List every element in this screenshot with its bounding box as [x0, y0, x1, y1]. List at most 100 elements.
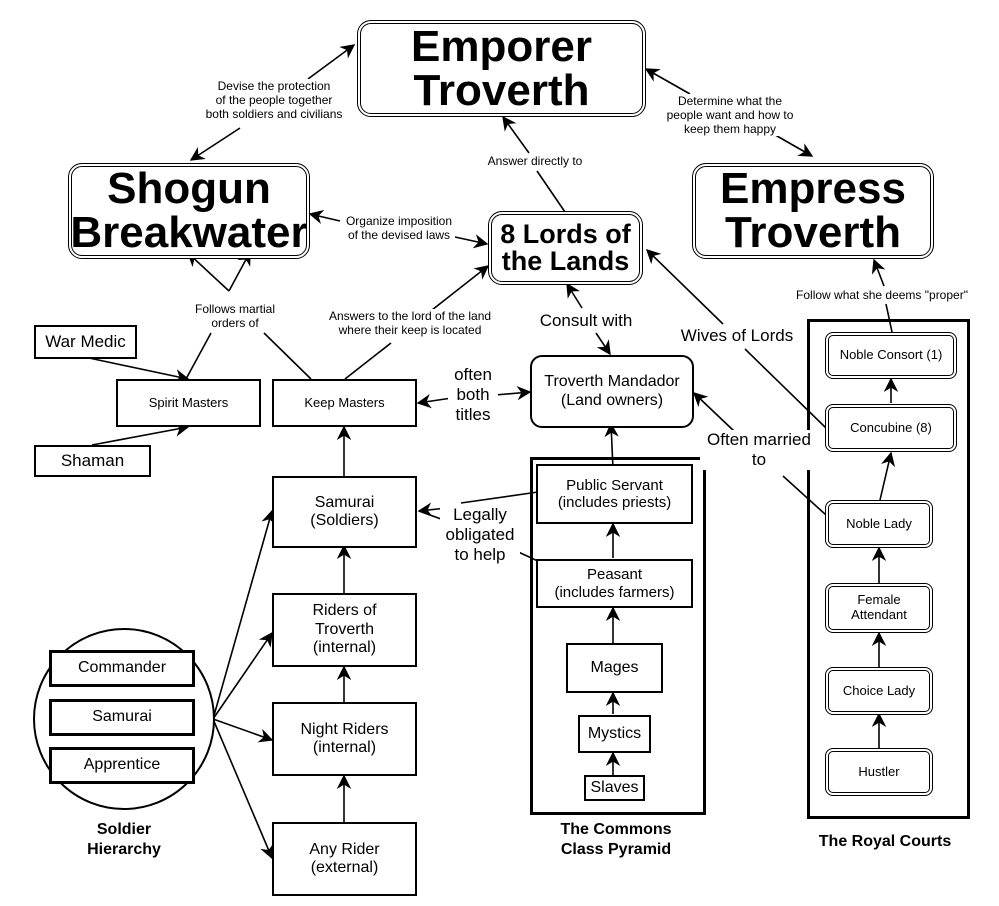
lords-label: 8 Lords of the Lands — [500, 219, 631, 276]
edge-proper-up — [871, 258, 886, 287]
mystics-label: Mystics — [587, 724, 642, 742]
shaman-node[interactable]: Shaman — [34, 445, 151, 477]
edge-medic-spirit — [88, 357, 190, 384]
war-medic-node[interactable]: War Medic — [34, 325, 137, 359]
label-follow-proper: Follow what she deems "proper" — [784, 288, 980, 303]
edge-determine-to-emperor — [644, 68, 691, 95]
keep-masters-label: Keep Masters — [304, 394, 385, 410]
rank-commander[interactable]: Commander — [49, 650, 195, 687]
edge-proper-down — [885, 303, 893, 333]
edge-married-up — [692, 392, 736, 433]
spirit-masters-node[interactable]: Spirit Masters — [116, 379, 261, 427]
label-follows-martial: Follows martial orders of — [180, 302, 290, 331]
edge-public-mandador — [604, 422, 619, 470]
lords-node[interactable]: 8 Lords of the Lands — [488, 211, 643, 285]
peasant-node[interactable]: Peasant (includes farmers) — [536, 559, 693, 608]
edge-sh-riders — [212, 631, 273, 720]
label-answers-lord: Answers to the lord of the land where th… — [315, 309, 505, 338]
edge-consult-up — [566, 282, 583, 309]
rank-apprentice-label: Apprentice — [83, 756, 161, 774]
label-answer-directly: Answer directly to — [470, 154, 600, 169]
edge-answers-lord-up — [431, 265, 490, 311]
noble-lady-node[interactable]: Noble Lady — [825, 500, 933, 548]
edge-answer-down — [536, 170, 566, 213]
edge-wives-up — [645, 248, 724, 325]
edge-legal-arrow-2 — [418, 510, 442, 520]
rank-apprentice[interactable]: Apprentice — [49, 747, 195, 784]
female-attendant-label: Female Attendant — [851, 592, 907, 622]
public-servant-node[interactable]: Public Servant (includes priests) — [536, 464, 693, 524]
edge-keep-to-follows — [263, 332, 312, 380]
edge-consult-down — [595, 332, 611, 356]
concubine-node[interactable]: Concubine (8) — [825, 404, 957, 452]
label-consult-with: Consult with — [530, 311, 642, 332]
mystics-node[interactable]: Mystics — [578, 715, 651, 753]
commons-title: The Commons Class Pyramid — [560, 821, 672, 858]
war-medic-label: War Medic — [45, 332, 126, 352]
female-attendant-node[interactable]: Female Attendant — [825, 583, 933, 633]
edge-spirit-to-follows — [185, 332, 212, 380]
empress-node[interactable]: Empress Troverth — [692, 163, 934, 259]
emperor-label: Emporer Troverth — [411, 21, 592, 115]
label-legally-obligated: Legally obligated to help — [440, 505, 520, 566]
concubine-label: Concubine (8) — [850, 419, 932, 435]
label-wives-of-lords: Wives of Lords — [672, 326, 802, 347]
night-riders-label: Night Riders (internal) — [300, 720, 389, 756]
slaves-label: Slaves — [590, 778, 639, 796]
mages-node[interactable]: Mages — [566, 643, 663, 693]
choice-lady-node[interactable]: Choice Lady — [825, 667, 933, 715]
night-riders-node[interactable]: Night Riders (internal) — [272, 702, 417, 776]
riders-troverth-node[interactable]: Riders of Troverth (internal) — [272, 593, 417, 667]
edge-devise-to-shogun — [189, 127, 241, 161]
edge-married-down — [782, 475, 827, 516]
label-devise-protection: Devise the protection of the people toge… — [194, 79, 354, 122]
shaman-label: Shaman — [60, 451, 125, 471]
edge-wives-down — [744, 348, 827, 429]
label-often-both: often both titles — [448, 365, 498, 426]
emperor-node[interactable]: Emporer Troverth — [357, 20, 646, 117]
edge-devise-to-emperor — [307, 44, 356, 80]
royal-courts-frame — [807, 319, 970, 819]
royal-courts-title: The Royal Courts — [818, 833, 952, 850]
any-rider-node[interactable]: Any Rider (external) — [272, 822, 417, 896]
noble-consort-node[interactable]: Noble Consort (1) — [825, 332, 957, 379]
edge-sh-night — [212, 718, 274, 743]
rank-samurai[interactable]: Samurai — [49, 699, 195, 736]
mandador-node[interactable]: Troverth Mandador (Land owners) — [530, 355, 694, 428]
edge-organize-to-lords — [454, 234, 489, 249]
commons-frame — [530, 457, 706, 815]
any-rider-label: Any Rider (external) — [309, 840, 380, 876]
edge-shaman-spirit — [91, 422, 190, 446]
noble-lady-label: Noble Lady — [846, 515, 912, 531]
samurai-soldiers-node[interactable]: Samurai (Soldiers) — [272, 476, 417, 548]
public-servant-label: Public Servant (includes priests) — [557, 476, 672, 511]
empress-label: Empress Troverth — [720, 164, 906, 257]
edge-both-to-keep — [416, 393, 453, 409]
edge-sh-any — [212, 718, 274, 860]
slaves-node[interactable]: Slaves — [584, 775, 645, 801]
edge-answer-up — [502, 115, 530, 154]
edge-answers-lord-down — [344, 342, 392, 380]
edge-both-to-mandador — [494, 385, 532, 401]
rank-commander-label: Commander — [77, 659, 167, 677]
shogun-label: Shogun Breakwater — [70, 164, 308, 257]
label-determine-wants: Determine what the people want and how t… — [650, 94, 810, 137]
noble-consort-label: Noble Consort (1) — [839, 347, 943, 363]
edge-legal-from-public — [460, 491, 539, 504]
rank-samurai-label: Samurai — [92, 708, 152, 726]
mages-label: Mages — [590, 658, 639, 676]
edge-follows-left — [186, 252, 230, 292]
edge-organize-to-shogun — [308, 209, 341, 224]
samurai-soldiers-label: Samurai (Soldiers) — [310, 493, 379, 529]
keep-masters-node[interactable]: Keep Masters — [272, 379, 417, 427]
soldier-hierarchy-title: Soldier Hierarchy — [87, 821, 161, 858]
label-organize-laws: Organize imposition of the devised laws — [345, 214, 453, 243]
shogun-node[interactable]: Shogun Breakwater — [68, 163, 310, 259]
choice-lady-label: Choice Lady — [842, 682, 916, 698]
hustler-node[interactable]: Hustler — [825, 748, 933, 796]
edge-lady-concubine — [879, 451, 896, 501]
edge-sh-samurai — [212, 509, 276, 720]
mandador-label: Troverth Mandador (Land owners) — [544, 373, 680, 409]
spirit-masters-label: Spirit Masters — [148, 394, 229, 410]
label-often-married: Often married to — [700, 430, 818, 471]
